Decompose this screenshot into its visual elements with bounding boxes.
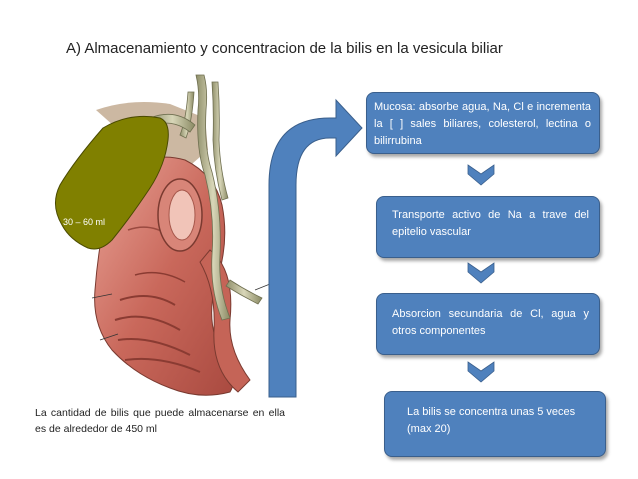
slide-title: A) Almacenamiento y concentracion de la … xyxy=(66,40,503,57)
step-text: Mucosa: absorbe agua, Na, Cl e increment… xyxy=(374,101,591,147)
capacity-note: La cantidad de bilis que puede almacenar… xyxy=(35,407,285,435)
chevron-down-icon xyxy=(467,262,495,284)
chevron-down-icon xyxy=(467,361,495,383)
step-text: Absorcion secundaria de Cl, agua y otros… xyxy=(392,308,589,337)
step-text: Transporte activo de Na a trave del epit… xyxy=(392,209,589,238)
chevron-down-icon xyxy=(467,164,495,186)
step-box-chloride-absorption: Absorcion secundaria de Cl, agua y otros… xyxy=(376,293,600,355)
gallbladder-volume-label: 30 – 60 ml xyxy=(63,217,106,227)
step-text: La bilis se concentra unas 5 veces (max … xyxy=(407,406,576,435)
step-box-sodium-transport: Transporte activo de Na a trave del epit… xyxy=(376,196,600,258)
step-box-mucosa: Mucosa: absorbe agua, Na, Cl e increment… xyxy=(366,92,600,154)
step-box-concentration: La bilis se concentra unas 5 veces (max … xyxy=(384,391,606,457)
